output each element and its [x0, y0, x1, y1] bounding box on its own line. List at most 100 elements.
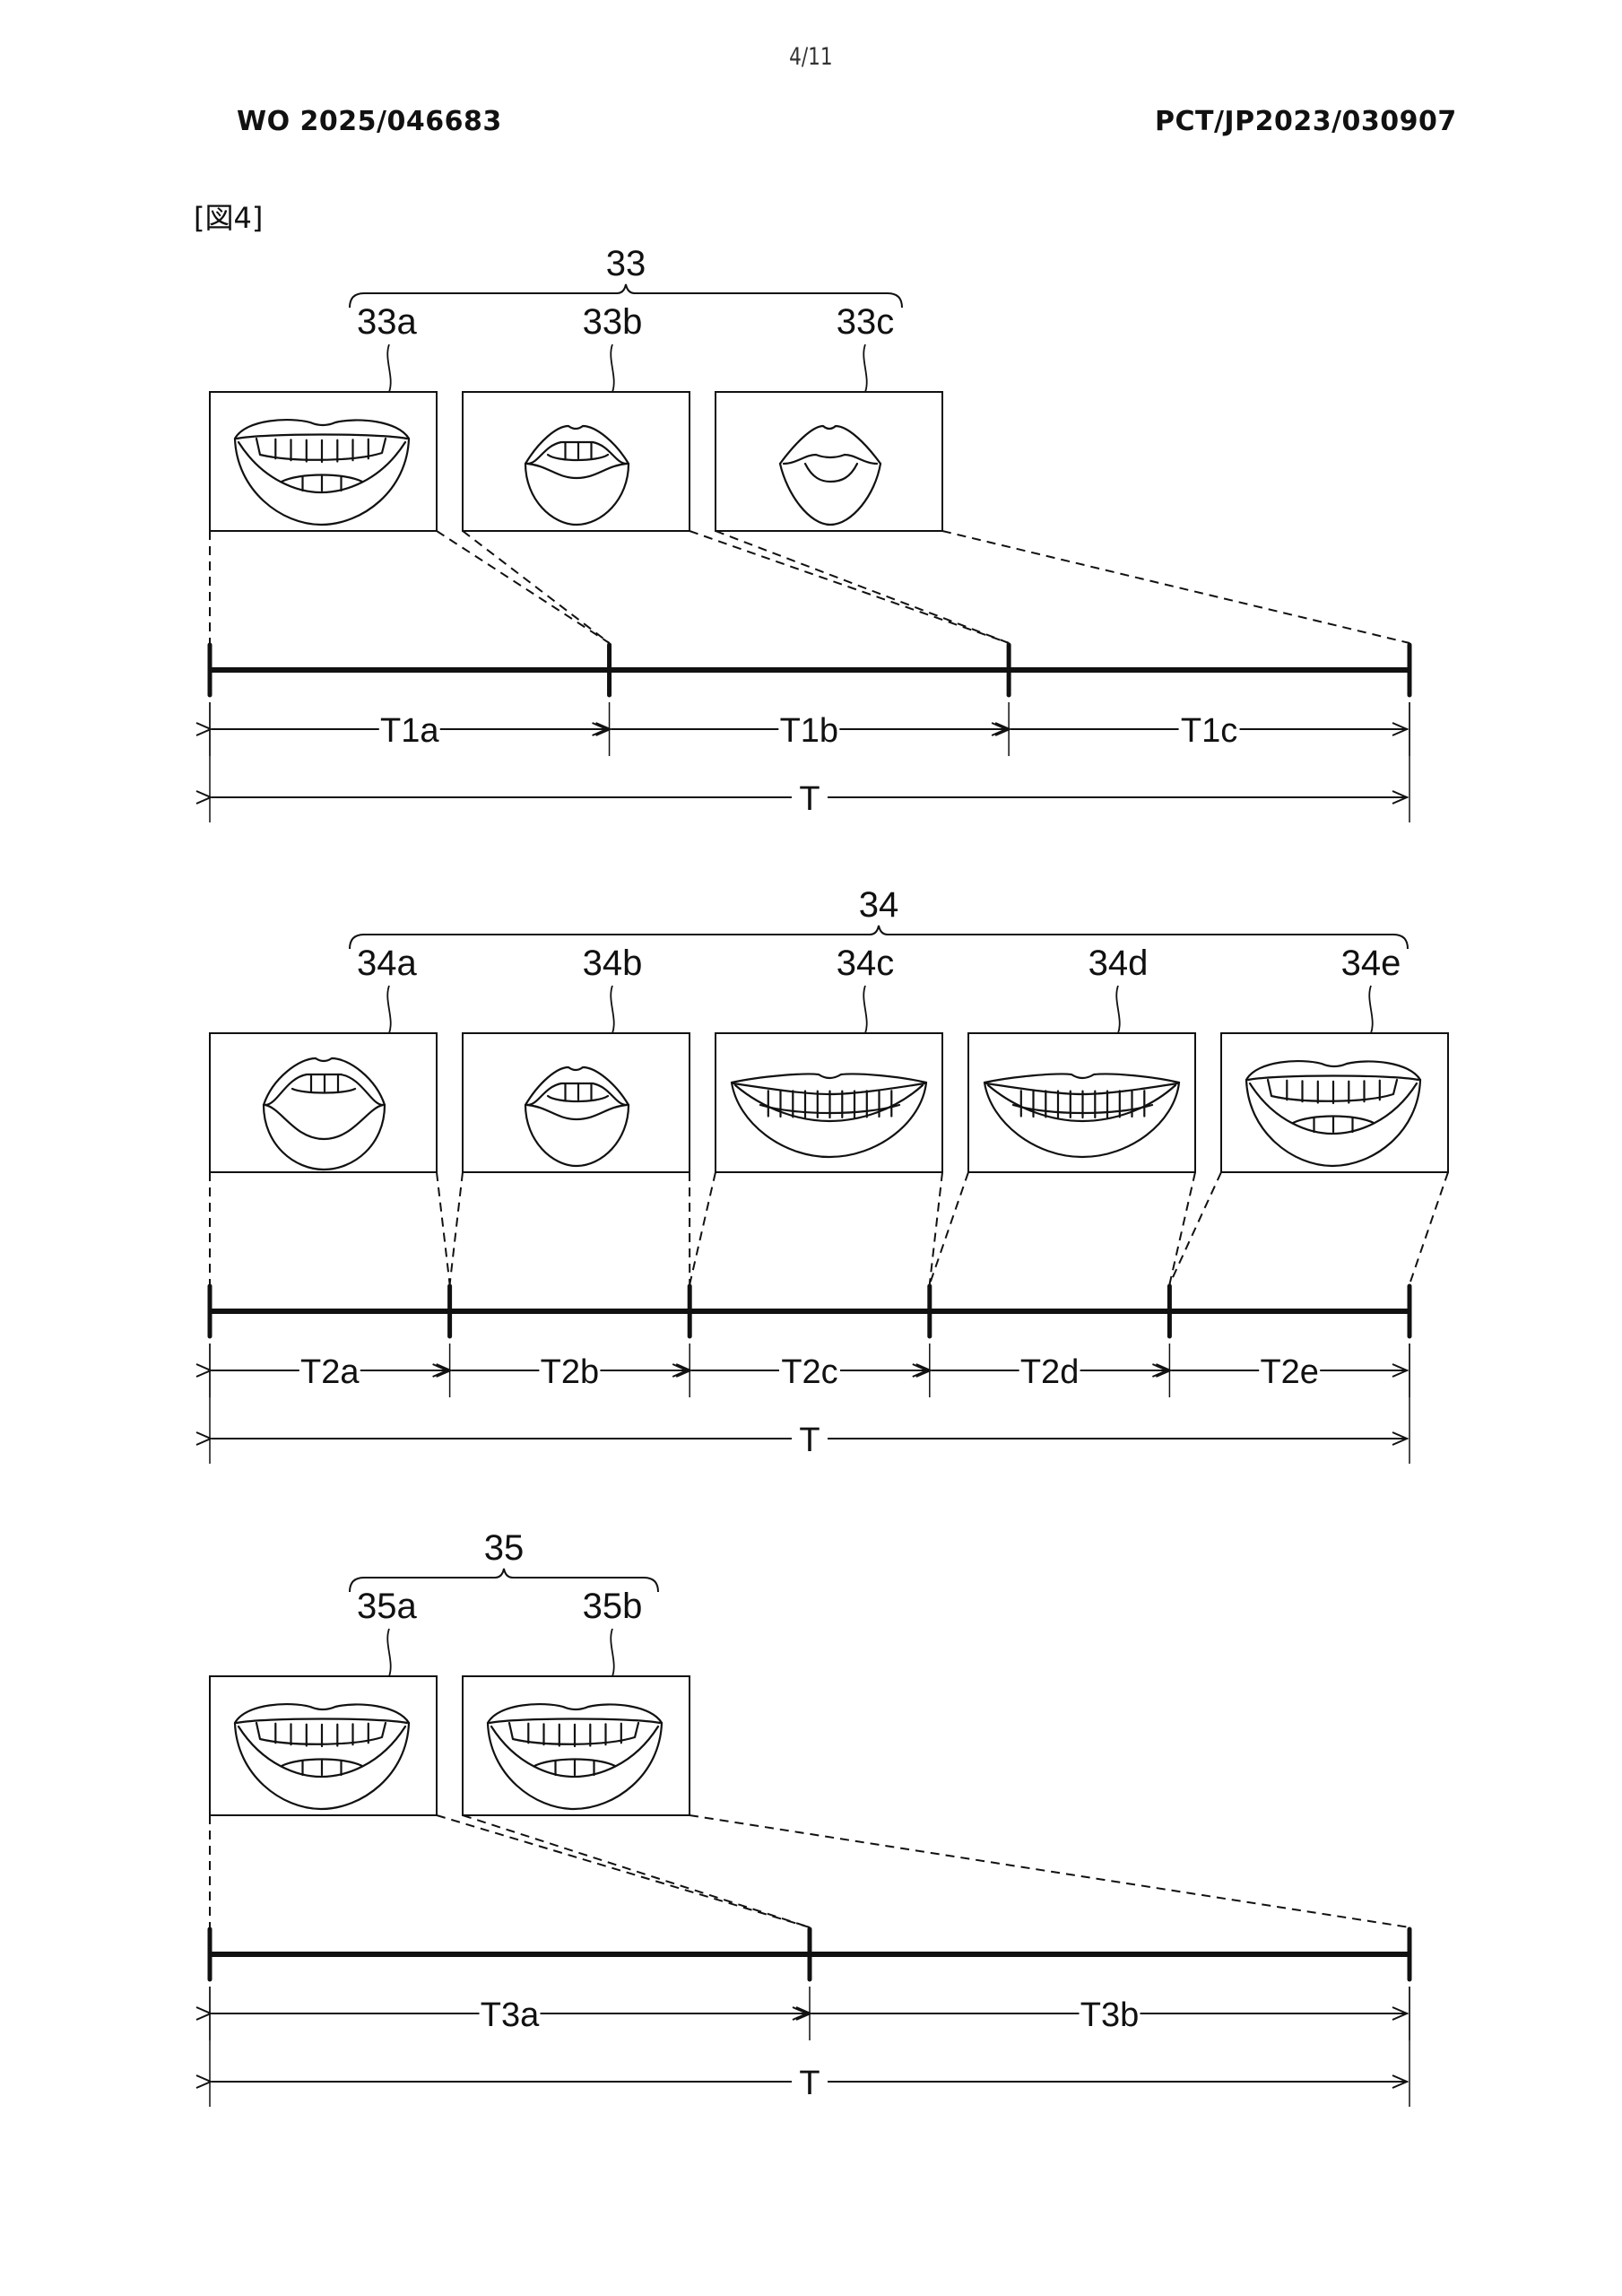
- segment-label: T2a: [300, 1353, 360, 1391]
- mouth-image-34b: [462, 1032, 690, 1173]
- projection-line-right: [436, 1814, 811, 1928]
- lower-teeth: [280, 474, 364, 483]
- lower-teeth: [1291, 1115, 1375, 1125]
- image-frame: [715, 391, 943, 532]
- mouth-inner-upper: [264, 1073, 385, 1107]
- projection-line-left: [462, 530, 611, 644]
- lower-lip-outline: [524, 462, 630, 526]
- projection-line-right: [689, 530, 1010, 644]
- leader-line: [386, 1628, 392, 1677]
- mouth-inner-lower: [733, 1083, 924, 1123]
- total-duration-label: T: [799, 780, 820, 818]
- mouth-inner-upper: [525, 440, 629, 465]
- leader-line: [386, 985, 392, 1034]
- mouth-inner-lower: [237, 1725, 407, 1779]
- lower-teeth: [280, 1758, 364, 1768]
- projection-line-right: [1168, 1171, 1196, 1285]
- mouth-image-34e: [1220, 1032, 1449, 1173]
- mouth-image-34c: [715, 1032, 943, 1173]
- upper-lip-inner: [1246, 1074, 1420, 1082]
- leader-line: [863, 985, 868, 1034]
- group-brace: [349, 925, 1409, 950]
- projection-line-left: [689, 1171, 716, 1285]
- lower-lip-outline: [524, 1103, 630, 1168]
- leader-line: [1115, 985, 1121, 1034]
- image-frame: [462, 1675, 690, 1816]
- upper-lip-outline: [778, 424, 882, 465]
- total-duration-label: T: [799, 1422, 820, 1459]
- segment-label: T3b: [1080, 1996, 1139, 2034]
- upper-lip-inner: [488, 1718, 662, 1725]
- lower-teeth: [533, 1758, 617, 1768]
- upper-lip-inner: [235, 433, 409, 440]
- lower-lip-outline: [1245, 1078, 1422, 1168]
- image-label: 34a: [357, 944, 417, 983]
- image-label: 34b: [583, 944, 643, 983]
- mouth-inner-lower: [237, 440, 407, 494]
- image-frame: [462, 391, 690, 532]
- total-duration-label: T: [799, 2065, 820, 2102]
- image-frame: [209, 1032, 438, 1173]
- image-label: 34d: [1089, 944, 1149, 983]
- group-label: 34: [859, 885, 899, 925]
- mouth-image-35a: [209, 1675, 438, 1816]
- lower-lip-outline: [778, 462, 882, 526]
- leader-line: [863, 344, 868, 393]
- leader-line: [610, 344, 615, 393]
- lip-seam-upper: [782, 453, 879, 465]
- lower-lip-outline: [730, 1081, 928, 1159]
- projection-line-left: [448, 1171, 464, 1285]
- leader-line: [610, 985, 615, 1034]
- lower-lip-outline: [983, 1081, 1181, 1159]
- segment-label: T1b: [780, 712, 838, 750]
- group-label: 33: [606, 244, 646, 283]
- mouth-inner-lower: [1248, 1082, 1418, 1135]
- leader-line: [610, 1628, 615, 1677]
- projection-line-left: [1168, 1171, 1222, 1285]
- teeth-gum-line: [1011, 1103, 1154, 1115]
- mouth-inner-lower: [490, 1725, 660, 1779]
- segment-label: T2c: [781, 1353, 837, 1391]
- mouth-image-33a: [209, 391, 438, 532]
- mouth-inner-upper: [525, 1082, 629, 1107]
- segment-label: T1c: [1181, 712, 1237, 750]
- upper-lip-outline: [486, 1702, 664, 1725]
- upper-lip-outline: [983, 1073, 1181, 1084]
- mouth-image-33b: [462, 391, 690, 532]
- lower-lip-outline: [233, 1721, 411, 1811]
- lower-lip-outline: [486, 1721, 664, 1811]
- image-frame: [209, 391, 438, 532]
- upper-lip-outline: [262, 1057, 386, 1107]
- image-frame: [1220, 1032, 1449, 1173]
- projection-line-left: [462, 1814, 811, 1928]
- image-label: 34e: [1341, 944, 1401, 983]
- projection-line-right: [436, 530, 611, 644]
- group-label: 35: [484, 1528, 525, 1568]
- upper-lip-outline: [730, 1073, 928, 1084]
- image-frame: [462, 1032, 690, 1173]
- projection-line-right: [436, 1171, 451, 1285]
- upper-lip-inner: [235, 1718, 409, 1725]
- segment-label: T2e: [1260, 1353, 1318, 1391]
- upper-lip-outline: [1245, 1059, 1422, 1082]
- mouth-inner-lower: [264, 1103, 385, 1141]
- lower-lip-outline: [262, 1103, 386, 1171]
- segment-label: T3a: [481, 1996, 540, 2034]
- lip-seam-lower: [803, 462, 859, 483]
- upper-teeth: [546, 453, 610, 462]
- projection-line-left: [928, 1171, 969, 1285]
- image-label: 33c: [837, 302, 895, 342]
- group-brace: [349, 1568, 659, 1593]
- image-label: 35b: [583, 1587, 643, 1626]
- upper-lip-outline: [524, 1065, 630, 1107]
- upper-lip-outline: [233, 1702, 411, 1725]
- publication-number: WO 2025/046683: [237, 106, 502, 137]
- segment-label: T1a: [380, 712, 439, 750]
- teeth-gum-line: [759, 1103, 901, 1115]
- mouth-inner-lower: [525, 1103, 629, 1121]
- upper-teeth: [291, 1087, 357, 1094]
